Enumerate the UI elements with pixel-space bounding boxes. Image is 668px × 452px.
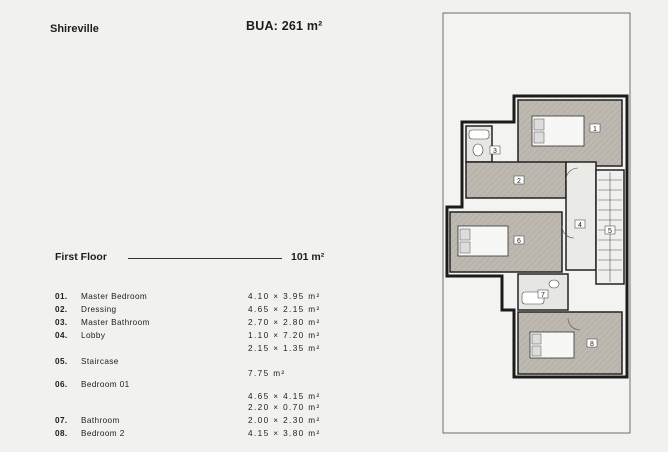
room-number: 05. xyxy=(55,357,68,366)
room-tag: 5 xyxy=(608,228,612,235)
bed-icon xyxy=(529,331,575,359)
floor-plan-drawing: 1 2 3 4 5 6 7 8 xyxy=(442,12,631,434)
floor-area: 101 m² xyxy=(291,251,325,263)
room-tag-box xyxy=(513,175,525,185)
room-row: 04. Lobby 1.10 × 7.20 m² xyxy=(55,331,355,344)
room-dimension: 7.75 m² xyxy=(248,369,286,378)
room-name: Bedroom 2 xyxy=(81,429,125,438)
room-number: 02. xyxy=(55,305,68,314)
room-tag-box xyxy=(604,225,616,235)
room-dimension: 1.10 × 7.20 m² xyxy=(248,331,321,340)
room-name: Master Bathroom xyxy=(81,318,150,327)
room-dimension: 2.20 × 0.70 m² xyxy=(248,403,321,412)
room-tag-box xyxy=(574,219,586,229)
sink-icon xyxy=(548,279,560,289)
room-tag-box xyxy=(513,235,525,245)
room-row-continued: 2.15 × 1.35 m² xyxy=(55,344,355,357)
room-tag: 6 xyxy=(517,238,521,245)
room-tag: 7 xyxy=(541,292,545,299)
room-dimension: 4.65 × 4.15 m² xyxy=(248,392,321,401)
room-dimension: 4.15 × 3.80 m² xyxy=(248,429,321,438)
room-tag: 4 xyxy=(578,222,582,229)
room-row: 07. Bathroom 2.00 × 2.30 m² xyxy=(55,416,355,429)
door-swings xyxy=(561,167,581,331)
room-number: 04. xyxy=(55,331,68,340)
room-name: Lobby xyxy=(81,331,106,340)
room-dimension: 4.65 × 2.15 m² xyxy=(248,305,321,314)
floor-title-rule xyxy=(128,258,282,259)
room-dimension: 2.15 × 1.35 m² xyxy=(248,344,321,353)
room-name: Bedroom 01 xyxy=(81,380,130,389)
room-number: 03. xyxy=(55,318,68,327)
room-name: Master Bedroom xyxy=(81,292,148,301)
room-row: 03. Master Bathroom 2.70 × 2.80 m² xyxy=(55,318,355,331)
room-tag-box xyxy=(489,145,501,155)
bed-icon xyxy=(457,225,509,257)
room-row: 08. Bedroom 2 4.15 × 3.80 m² xyxy=(55,429,355,442)
built-up-area: BUA: 261 m² xyxy=(246,19,323,33)
room-dimension: 2.00 × 2.30 m² xyxy=(248,416,321,425)
room-name: Bathroom xyxy=(81,416,120,425)
room-tag-box xyxy=(537,289,549,299)
room-row-continued: 2.20 × 0.70 m² xyxy=(55,403,355,416)
room-name: Staircase xyxy=(81,357,119,366)
bed-icon xyxy=(531,115,585,147)
room-tag-box xyxy=(589,123,601,133)
room-row: 06. Bedroom 01 xyxy=(55,380,355,393)
room-row: 05. Staircase xyxy=(55,357,355,370)
room-tag: 1 xyxy=(593,126,597,133)
room-name: Dressing xyxy=(81,305,117,314)
room-tag: 8 xyxy=(590,341,594,348)
room-dimension: 4.10 × 3.95 m² xyxy=(248,292,321,301)
floor-title: First Floor xyxy=(55,251,107,263)
room-schedule: 01. Master Bedroom 4.10 × 3.95 m² 02. Dr… xyxy=(55,292,355,442)
toilet-icon xyxy=(472,143,484,157)
room-row-continued: 7.75 m² xyxy=(55,369,355,380)
room-row: 02. Dressing 4.65 × 2.15 m² xyxy=(55,305,355,318)
bathtub-icon xyxy=(468,129,490,140)
project-name: Shireville xyxy=(50,23,99,35)
room-number: 01. xyxy=(55,292,68,301)
room-lobby xyxy=(565,161,597,271)
room-number: 06. xyxy=(55,380,68,389)
room-number: 07. xyxy=(55,416,68,425)
room-dimension: 2.70 × 2.80 m² xyxy=(248,318,321,327)
room-number: 08. xyxy=(55,429,68,438)
exterior-walls xyxy=(445,94,629,379)
room-row: 01. Master Bedroom 4.10 × 3.95 m² xyxy=(55,292,355,305)
room-tag: 3 xyxy=(493,148,497,155)
room-row-continued: 4.65 × 4.15 m² xyxy=(55,392,355,403)
room-tag-box xyxy=(586,338,598,348)
room-tag: 2 xyxy=(517,178,521,185)
